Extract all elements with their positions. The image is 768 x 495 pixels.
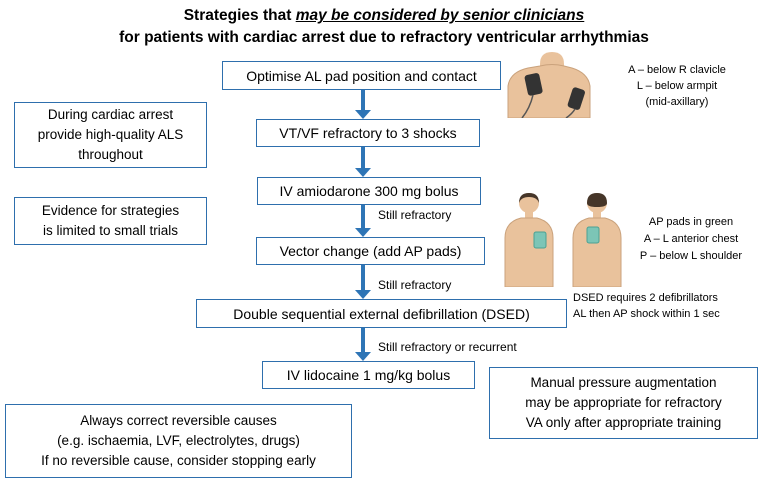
back-figure [572, 193, 622, 287]
down-arrow-1 [355, 90, 371, 119]
note-als: During cardiac arrest provide high-quali… [14, 102, 207, 168]
al-pads-illustration [507, 52, 591, 118]
page-title: Strategies that may be considered by sen… [0, 5, 768, 49]
down-arrow-3 [355, 205, 371, 237]
down-arrow-2 [355, 147, 371, 177]
note-line: may be appropriate for refractory [525, 394, 722, 410]
annotation-dsed: DSED requires 2 defibrillators AL then A… [573, 290, 768, 322]
annotation-line: AL then AP shock within 1 sec [573, 308, 720, 320]
flow-step-dsed: Double sequential external defibrillatio… [196, 299, 567, 328]
torso-body [504, 217, 554, 287]
front-figure [504, 193, 554, 287]
ap-pads-illustration [504, 193, 622, 287]
flow-step-vector-change: Vector change (add AP pads) [256, 237, 485, 265]
arrow-label-still-refractory-2: Still refractory [378, 278, 452, 292]
note-line: is limited to small trials [42, 223, 179, 238]
arrow-shaft [361, 328, 365, 352]
note-line: During cardiac arrest [47, 106, 174, 122]
arrow-shaft [361, 265, 365, 290]
note-evidence: Evidence for strategies is limited to sm… [14, 197, 207, 245]
arrow-head [355, 352, 371, 361]
annotation-line: L – below armpit [636, 80, 718, 92]
arrow-label-still-refractory-recurrent: Still refractory or recurrent [378, 340, 517, 354]
arrow-shaft [361, 205, 365, 228]
note-line: Manual pressure augmentation [530, 374, 717, 390]
arrow-head [355, 110, 371, 119]
flow-step-optimise-pads: Optimise AL pad position and contact [222, 61, 501, 90]
hair [519, 193, 539, 203]
title-line-1: Strategies that may be considered by sen… [0, 5, 768, 27]
note-line: VA only after appropriate training [525, 415, 722, 431]
title-emphasis: may be considered by senior clinicians [295, 7, 585, 24]
flow-step-lidocaine: IV lidocaine 1 mg/kg bolus [262, 361, 475, 389]
annotation-ap-pads: AP pads in green A – L anterior chest P … [615, 214, 767, 265]
arrow-label-still-refractory-1: Still refractory [378, 208, 452, 222]
annotation-line: A – below R clavicle [628, 64, 726, 76]
defib-pad-posterior-green-icon [586, 226, 600, 244]
note-line: Always correct reversible causes [80, 412, 277, 428]
arrow-head [355, 228, 371, 237]
annotation-al-pads: A – below R clavicle L – below armpit (m… [588, 62, 766, 110]
down-arrow-4 [355, 265, 371, 299]
torso-body [572, 217, 622, 287]
flow-step-vtvf-refractory: VT/VF refractory to 3 shocks [256, 119, 480, 147]
annotation-line: A – L anterior chest [643, 233, 739, 245]
hair [587, 193, 607, 207]
arrow-shaft [361, 90, 365, 110]
defib-pad-anterior-green-icon [533, 231, 547, 249]
annotation-line: P – below L shoulder [639, 250, 743, 262]
title-line-2: for patients with cardiac arrest due to … [119, 29, 649, 46]
pad-wire [521, 94, 534, 118]
arrow-shaft [361, 147, 365, 168]
annotation-line: DSED requires 2 defibrillators [573, 292, 718, 304]
note-line: Evidence for strategies [41, 202, 180, 218]
flow-step-amiodarone: IV amiodarone 300 mg bolus [257, 177, 481, 205]
note-line: provide high-quality ALS [37, 126, 184, 142]
note-manual-pressure: Manual pressure augmentation may be appr… [489, 367, 758, 439]
note-reversible-causes: Always correct reversible causes (e.g. i… [5, 404, 352, 478]
down-arrow-5 [355, 328, 371, 361]
note-line: If no reversible cause, consider stoppin… [41, 453, 316, 469]
annotation-line: (mid-axillary) [645, 96, 709, 108]
defib-pad-anterior-icon [524, 73, 543, 96]
arrow-head [355, 290, 371, 299]
note-line: (e.g. ischaemia, LVF, electrolytes, drug… [57, 432, 300, 448]
pad-wire [565, 108, 576, 118]
note-line: throughout [78, 147, 143, 163]
title-prefix: Strategies that [183, 7, 296, 24]
defib-pad-lateral-icon [567, 87, 585, 110]
arrow-head [355, 168, 371, 177]
annotation-line: AP pads in green [648, 216, 734, 228]
